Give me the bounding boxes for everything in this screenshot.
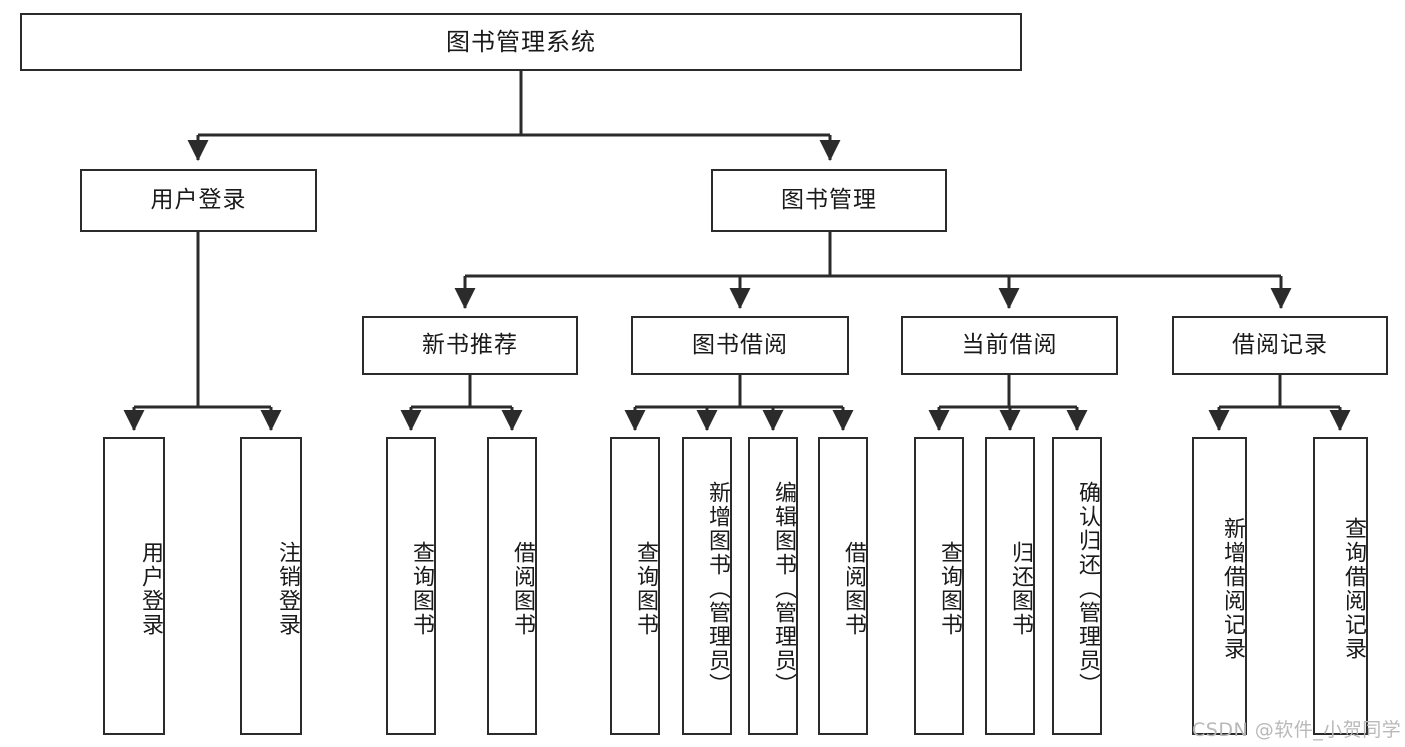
node-borrow-record[interactable]: 借阅记录 bbox=[1172, 316, 1388, 375]
node-leaf-logout[interactable]: 注销登录 bbox=[240, 437, 302, 735]
leaf-label: 归还图书 bbox=[1008, 541, 1033, 637]
node-leaf-edit-book[interactable]: 编辑图书（管理员） bbox=[748, 437, 798, 735]
node-new-book-recommend[interactable]: 新书推荐 bbox=[362, 316, 578, 375]
leaf-label: 查询图书 bbox=[937, 541, 962, 637]
node-root-system[interactable]: 图书管理系统 bbox=[20, 13, 1022, 71]
node-leaf-borrow-book-1[interactable]: 借阅图书 bbox=[487, 437, 537, 735]
node-leaf-query-book-2[interactable]: 查询图书 bbox=[610, 437, 660, 735]
node-leaf-add-book[interactable]: 新增图书（管理员） bbox=[682, 437, 732, 735]
leaf-label: 编辑图书（管理员） bbox=[771, 481, 796, 697]
node-book-borrow[interactable]: 图书借阅 bbox=[631, 316, 849, 375]
leaf-label: 新增借阅记录 bbox=[1220, 517, 1245, 661]
node-leaf-query-book-3[interactable]: 查询图书 bbox=[914, 437, 964, 735]
node-leaf-add-record[interactable]: 新增借阅记录 bbox=[1192, 437, 1247, 735]
node-book-manage[interactable]: 图书管理 bbox=[711, 169, 947, 232]
node-current-borrow[interactable]: 当前借阅 bbox=[901, 316, 1118, 375]
node-leaf-user-login[interactable]: 用户登录 bbox=[103, 437, 165, 735]
node-leaf-query-record[interactable]: 查询借阅记录 bbox=[1313, 437, 1368, 735]
node-leaf-query-book-1[interactable]: 查询图书 bbox=[386, 437, 436, 735]
leaf-label: 查询图书 bbox=[633, 541, 658, 637]
node-leaf-return-book[interactable]: 归还图书 bbox=[985, 437, 1035, 735]
csdn-watermark: CSDN @软件_小贺同学 bbox=[1192, 719, 1402, 741]
node-leaf-borrow-book-2[interactable]: 借阅图书 bbox=[818, 437, 868, 735]
node-leaf-confirm-return[interactable]: 确认归还（管理员） bbox=[1052, 437, 1102, 735]
leaf-label: 新增图书（管理员） bbox=[705, 481, 730, 697]
leaf-label: 查询借阅记录 bbox=[1341, 517, 1366, 661]
leaf-label: 确认归还（管理员） bbox=[1075, 481, 1100, 697]
leaf-label: 借阅图书 bbox=[841, 541, 866, 637]
node-user-login[interactable]: 用户登录 bbox=[80, 169, 317, 232]
leaf-label: 注销登录 bbox=[275, 541, 300, 637]
leaf-label: 借阅图书 bbox=[510, 541, 535, 637]
leaf-label: 用户登录 bbox=[138, 541, 163, 637]
leaf-label: 查询图书 bbox=[409, 541, 434, 637]
